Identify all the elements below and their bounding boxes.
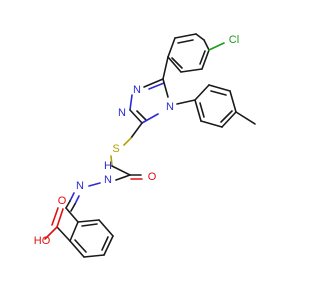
chlorine-atom: Cl <box>229 34 239 46</box>
chlorophenyl-ring <box>167 33 210 73</box>
triazole-ring <box>129 78 169 124</box>
amide-nh-atom: N <box>104 174 112 186</box>
c-cl-bond <box>208 42 225 51</box>
triazole-n2-atom: N <box>118 107 126 119</box>
amide-nh-h: H <box>104 160 112 172</box>
amide-oxygen-atom: O <box>148 171 157 183</box>
methyl-bond <box>235 111 256 125</box>
molecule-structure: Cl N N N S O H N N <box>34 33 256 258</box>
tolyl-ring <box>194 84 237 128</box>
benzoic-ring <box>69 219 114 258</box>
triazole-n1-atom: N <box>133 84 141 96</box>
sulfur-atom: S <box>112 143 119 155</box>
acid-oxygen-atom: O <box>58 195 67 207</box>
molecule-canvas: Cl N N N S O H N N <box>34 33 256 258</box>
hydroxyl-label: HO <box>34 235 51 247</box>
imine-nitrogen-atom: N <box>76 180 84 192</box>
triazole-n4-atom: N <box>166 101 174 113</box>
